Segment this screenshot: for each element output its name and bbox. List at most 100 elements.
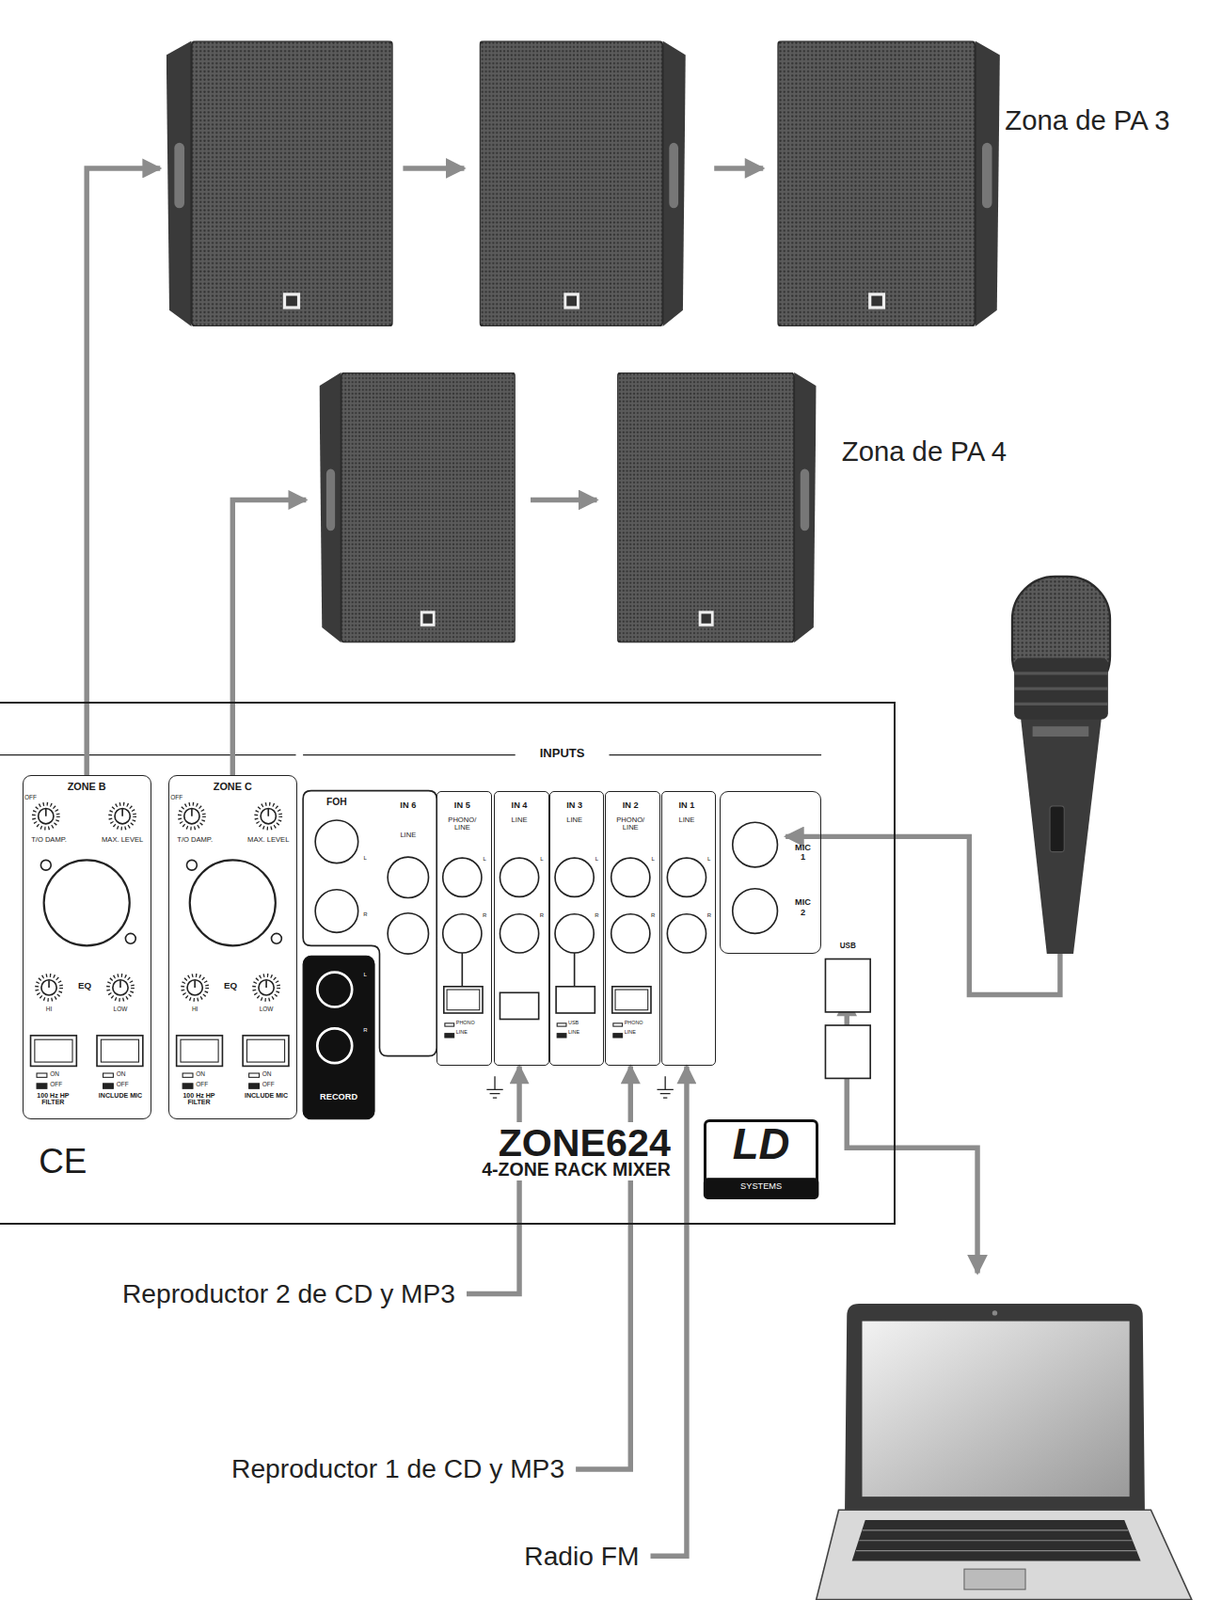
label-text: EQ [78, 981, 92, 992]
label-text: HI [191, 1005, 199, 1013]
label-text: USB [840, 942, 857, 952]
chain-arrow [714, 165, 763, 171]
speaker [777, 40, 1000, 327]
switch-indicator [613, 1023, 623, 1027]
label-text: IN 3 [566, 800, 583, 810]
usb-port: USB [821, 940, 874, 1082]
label-text: T/O DAMP. [176, 836, 213, 844]
line-jack [387, 913, 429, 954]
label-text: PHONO/ LINE [443, 816, 482, 833]
laptop [861, 1321, 1129, 1498]
microphone [1020, 714, 1103, 954]
record-section: LRRECORD [302, 955, 375, 1120]
label-text: Reproductor 2 de CD y MP3 [122, 1279, 456, 1309]
source-label: Radio FM [522, 1539, 651, 1573]
signal-arrow [232, 499, 306, 776]
input-strip: IN 2PHONO/ LINELRPHONOLINE [604, 791, 661, 1067]
xlr-jack [44, 859, 130, 946]
label-text: Reproductor 1 de CD y MP3 [231, 1454, 565, 1484]
switch-indicator [36, 1073, 48, 1078]
label-text: USB [568, 1020, 579, 1027]
label-text: Zona de PA 3 [1004, 105, 1170, 136]
line-jack [666, 914, 706, 953]
label-text: Zona de PA 4 [841, 436, 1007, 467]
label-text: SYSTEMS [740, 1181, 782, 1191]
line-jack [732, 888, 778, 935]
label-text: T/O DAMP. [31, 836, 67, 844]
label-text: R [363, 1027, 367, 1034]
line-jack [499, 914, 539, 953]
label-text: MIC 1 [793, 842, 814, 862]
label-text: L [364, 971, 367, 979]
usb-socket [825, 959, 871, 1080]
logo-bar [703, 1178, 818, 1200]
label-text: ON [116, 1070, 127, 1078]
selector-switch [446, 989, 480, 1011]
knob [46, 809, 269, 988]
line-jack [443, 857, 482, 897]
label-text: L [539, 856, 543, 863]
line-jack [315, 820, 778, 954]
zone-module: ZONE COFFT/O DAMP.MAX. LEVELEQHILOWONOFF… [168, 775, 298, 1120]
source-label: Reproductor 1 de CD y MP3 [229, 1452, 576, 1486]
laptop [856, 1530, 1137, 1552]
speaker [166, 40, 394, 327]
line-jack [732, 822, 778, 868]
label-text: R [539, 912, 544, 920]
laptop [844, 1303, 1145, 1510]
label-text: PHONO/ LINE [611, 816, 651, 833]
label-text: ZONE624 [495, 1122, 674, 1165]
label-text: IN 2 [622, 800, 639, 810]
label-text: ZONE C [213, 781, 253, 794]
foh-section: FOHLRIN 6LINE [302, 791, 437, 1057]
chain-arrow [402, 165, 464, 171]
mixer-panel: INPUTSZONE6244-ZONE RACK MIXERZONE BOFFT… [0, 701, 896, 1224]
label-text: ON [262, 1070, 272, 1078]
switch-indicator [556, 1033, 567, 1038]
input-strip: IN 5PHONO/ LINELRPHONOLINE [436, 791, 492, 1067]
label-text: INCLUDE MIC [240, 1092, 292, 1100]
source-label: Reproductor 2 de CD y MP3 [120, 1277, 467, 1311]
mic-section: MIC 1MIC 2 [719, 791, 822, 955]
record-panel [302, 955, 375, 1120]
push-button [34, 1039, 73, 1063]
label-text: LD [732, 1121, 791, 1169]
label-text: L [483, 856, 487, 863]
label-text: Radio FM [523, 1541, 639, 1571]
label-text: OFF [195, 1080, 208, 1088]
line-jack [315, 820, 359, 864]
laptop [816, 1509, 1192, 1600]
label-text: FOH [326, 796, 348, 808]
label-text: L [650, 856, 654, 863]
line-jack [611, 857, 651, 897]
ground-symbol [486, 1076, 673, 1098]
label-text: PHONO [624, 1020, 644, 1027]
zone-module: ZONE BOFFT/O DAMP.MAX. LEVELEQHILOWONOFF… [22, 775, 152, 1120]
record-panel [302, 955, 375, 1120]
push-button [246, 1039, 285, 1063]
selector-switch [615, 989, 649, 1011]
line-jack [443, 914, 482, 953]
label-text: IN 5 [454, 800, 471, 810]
usb-socket [825, 1025, 871, 1079]
label-text: OFF [262, 1080, 275, 1088]
push-button [180, 1039, 219, 1063]
label-text: OFF [24, 793, 37, 801]
speaker-zone: Zona de PA 4 [305, 369, 1020, 648]
push-button [96, 1035, 143, 1067]
microphone [1032, 726, 1090, 737]
ground-symbol [656, 1076, 673, 1098]
line-jack [499, 857, 539, 897]
label-text: OFF [49, 1080, 63, 1088]
panel-drawing [0, 754, 822, 756]
switch-indicator [444, 1023, 455, 1027]
label-text: OFF [116, 1080, 129, 1088]
label-text: IN 1 [678, 800, 695, 810]
label-text: R [650, 912, 655, 920]
label-text: IN 4 [511, 800, 528, 810]
xlr-jack [40, 859, 51, 871]
usb-socket [825, 959, 871, 1013]
xlr-jack [271, 933, 283, 944]
line-jack [315, 889, 359, 934]
selector-switch [461, 952, 574, 987]
